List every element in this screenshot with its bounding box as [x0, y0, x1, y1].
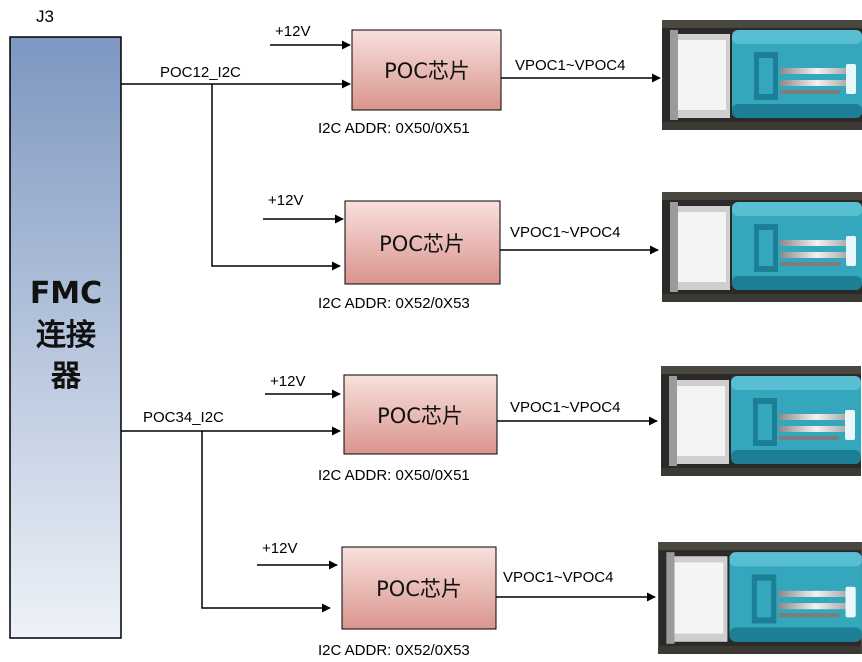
i2c-address: I2C ADDR: 0X50/0X51 [318, 467, 470, 484]
power-label: +12V [262, 540, 297, 557]
bus-label-poc12: POC12_I2C [160, 64, 241, 81]
poc-chip-3: +12V POC芯片 VPOC1~VPOC4 I2C ADDR: 0X50/0X… [265, 373, 658, 484]
output-label: VPOC1~VPOC4 [510, 399, 620, 416]
chip-name: POC芯片 [379, 232, 465, 256]
poc-chip-4: +12V POC芯片 VPOC1~VPOC4 I2C ADDR: 0X52/0X… [257, 540, 656, 659]
bus-branch-poc34 [201, 431, 331, 613]
fakra-connector-icon [658, 542, 862, 654]
fmc-label-line-2: 连接 [36, 318, 96, 353]
chip-name: POC芯片 [384, 59, 470, 83]
output-label: VPOC1~VPOC4 [515, 57, 625, 74]
i2c-address: I2C ADDR: 0X52/0X53 [318, 295, 470, 312]
i2c-address: I2C ADDR: 0X52/0X53 [318, 642, 470, 659]
poc-chip-2: +12V POC芯片 VPOC1~VPOC4 I2C ADDR: 0X52/0X… [263, 192, 659, 312]
power-label: +12V [275, 23, 310, 40]
poc-chip-1: +12V POC芯片 VPOC1~VPOC4 I2C ADDR: 0X50/0X… [270, 23, 661, 137]
fmc-label-line-3: 器 [50, 359, 82, 394]
output-label: VPOC1~VPOC4 [510, 224, 620, 241]
bus-branch-poc12 [211, 84, 341, 271]
chip-name: POC芯片 [376, 577, 462, 601]
output-label: VPOC1~VPOC4 [503, 569, 613, 586]
bus-label-poc34: POC34_I2C [143, 409, 224, 426]
fmc-connector-block [9, 36, 122, 639]
fakra-connector-icon [661, 366, 861, 476]
i2c-address: I2C ADDR: 0X50/0X51 [318, 120, 470, 137]
fakra-connector-icon [662, 20, 862, 130]
chip-name: POC芯片 [377, 404, 463, 428]
fmc-label-line-1: FMC [30, 276, 102, 311]
power-label: +12V [268, 192, 303, 209]
fakra-connector-icon [662, 192, 862, 302]
connector-ref: J3 [36, 7, 54, 26]
power-label: +12V [270, 373, 305, 390]
